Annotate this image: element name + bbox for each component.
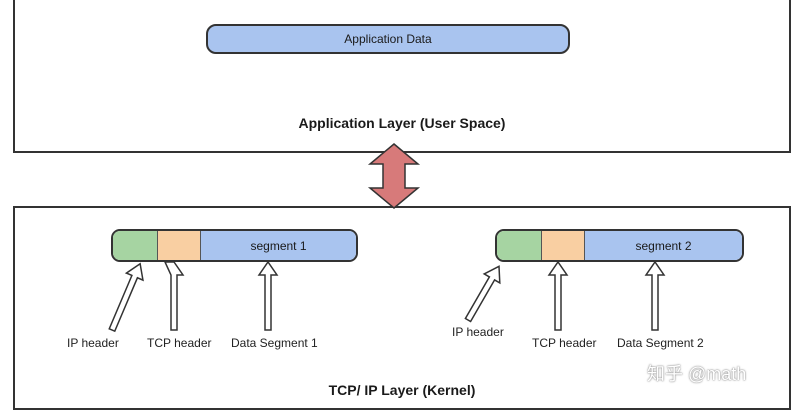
watermark: 知乎 @math [647,364,747,384]
data-segment-block: segment 2 [585,231,742,260]
tcp-ip-layer-title: TCP/ IP Layer (Kernel) [328,382,476,398]
tcp-header-label-2: TCP header [532,336,597,350]
ip-header-label-1: IP header [67,336,119,350]
segment-label: segment 1 [250,238,307,253]
packet-2: segment 2 [495,229,744,262]
ip-header-label-2: IP header [452,325,504,339]
ip-header-block [113,231,158,260]
application-layer-title: Application Layer (User Space) [298,115,506,131]
segment-label: segment 2 [635,238,692,253]
tcp-header-block [158,231,201,260]
application-data-label: Application Data [344,32,432,46]
application-layer-box: Application Data Application Layer (User… [13,0,791,153]
data-segment-label-1: Data Segment 1 [231,336,318,350]
data-segment-label-2: Data Segment 2 [617,336,704,350]
packet-1: segment 1 [111,229,358,262]
application-data-block: Application Data [206,24,570,54]
data-segment-block: segment 1 [201,231,356,260]
tcp-header-block [542,231,585,260]
ip-header-block [497,231,542,260]
double-arrow-icon [367,143,421,209]
tcp-header-label-1: TCP header [147,336,212,350]
